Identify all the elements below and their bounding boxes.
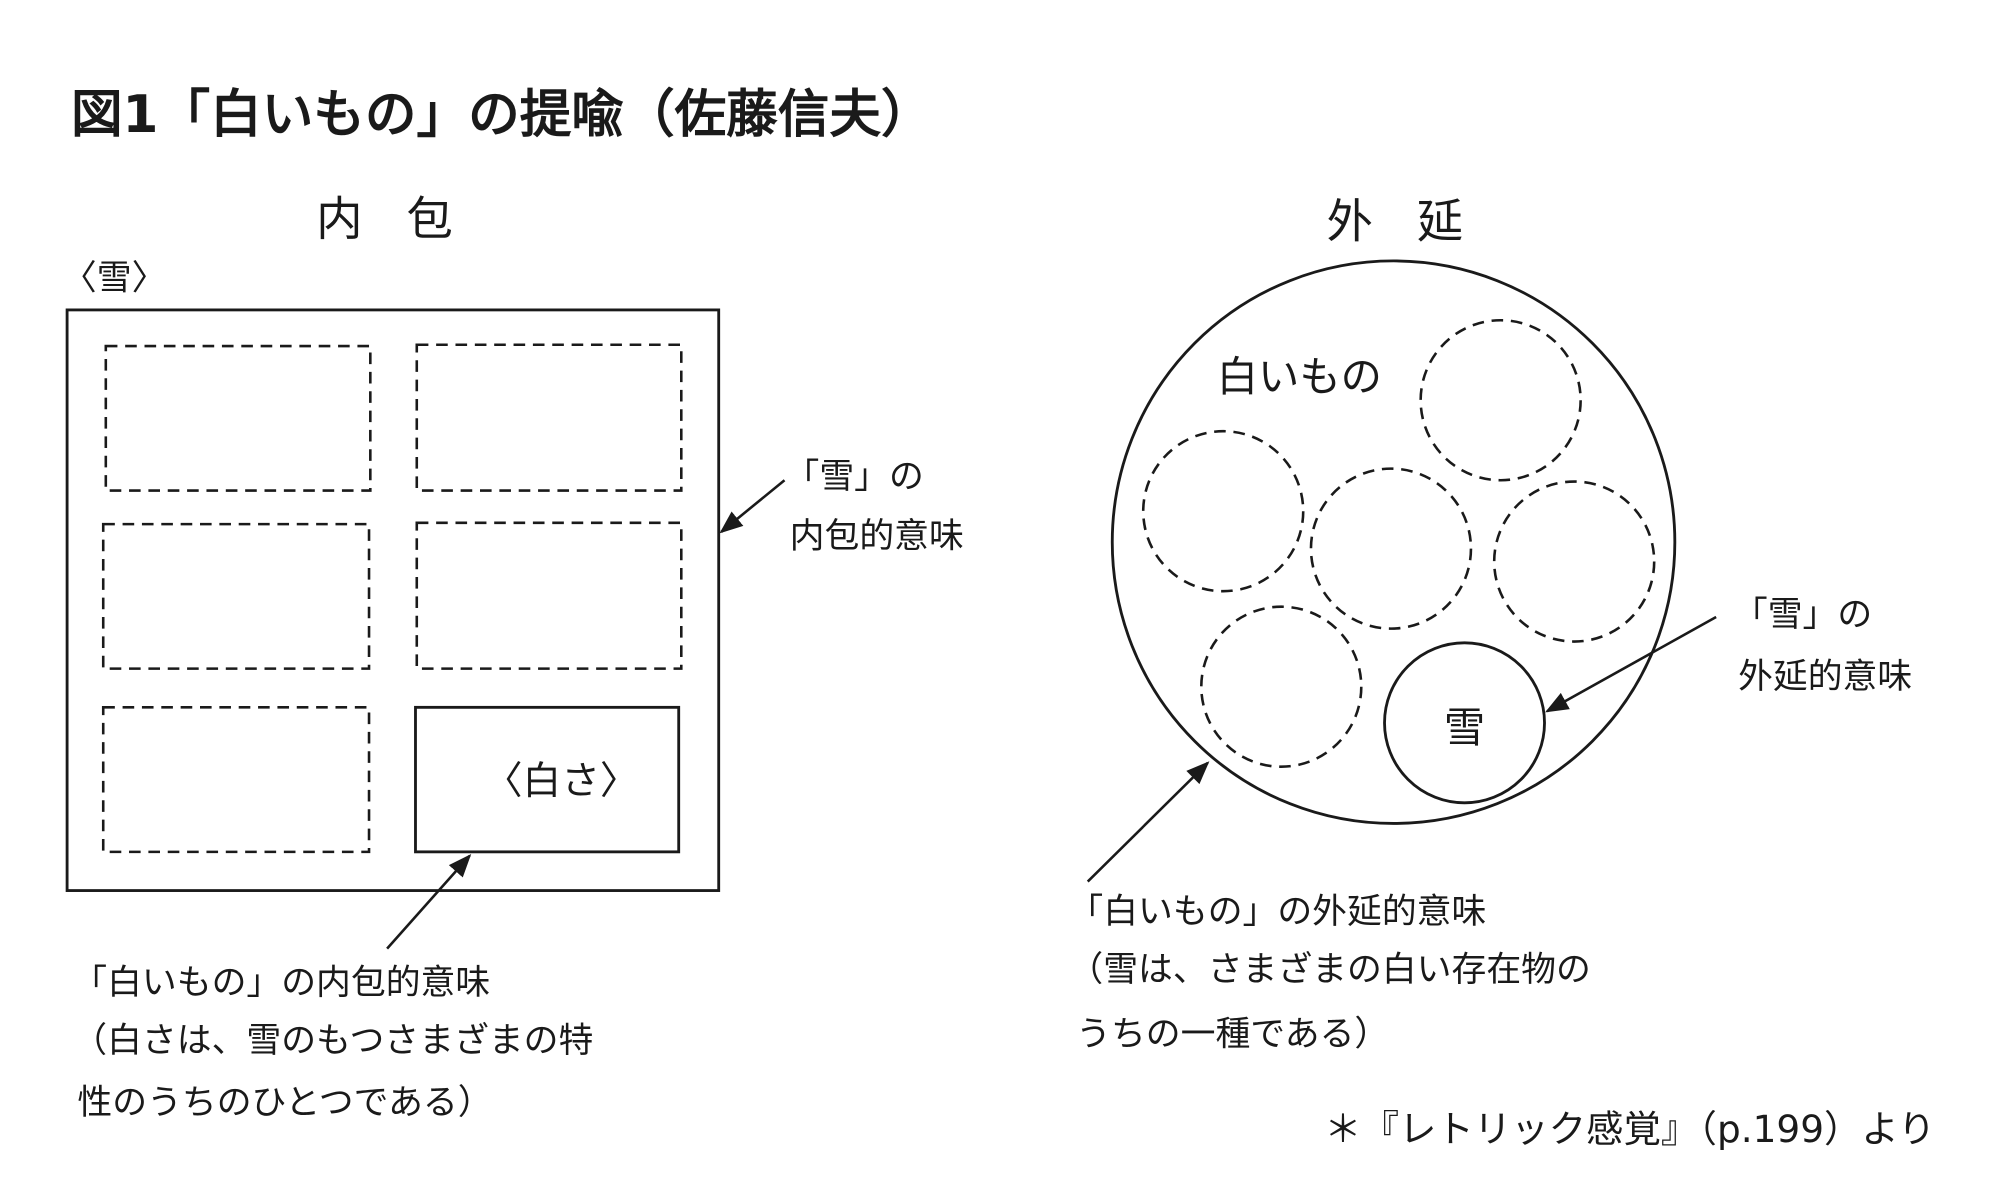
white-intension-annotation: （白さは、雪のもつさまざまの特 [72,1021,593,1061]
white-intension-annotation: 性のうちのひとつである） [77,1083,492,1123]
property-box [415,343,683,492]
member-circle [1419,318,1582,482]
property-box [101,706,371,854]
white-extension-annotation: うちの一種である） [1076,1014,1389,1054]
property-box [104,344,372,492]
whiteness-box [414,705,681,854]
arrow-icon [386,853,472,950]
figure-title: 図1「白いもの」の提喩（佐藤信夫） [71,85,933,145]
white-things-circle [1110,259,1677,825]
snow-intension-box [65,308,721,892]
snow-circle [1383,641,1546,805]
snow-label: 雪 [1444,704,1485,752]
white-intension-annotation: 「白いもの」の内包的意味 [72,963,490,1003]
member-circle [1492,480,1656,643]
snow-intension-annotation: 内包的意味 [790,516,964,556]
whiteness-label: 〈白さ〉 [484,759,639,804]
snow-object-label: 〈雪〉 [62,258,167,298]
snow-intension-annotation: 「雪」の [785,457,924,497]
intension-heading: 内包 [316,192,497,246]
arrow-icon [1086,761,1210,883]
property-box [415,521,683,670]
member-circle [1200,605,1363,768]
member-circle [1141,429,1305,593]
member-circle [1309,467,1473,630]
white-extension-annotation: 「白いもの」の外延的意味 [1068,892,1486,932]
arrow-icon [719,479,786,534]
arrow-icon [1545,615,1717,713]
snow-extension-annotation: 「雪」の [1733,595,1872,635]
white-extension-annotation: （雪は、さまざまの白い存在物の [1068,950,1590,990]
white-things-label: 白いもの [1217,353,1382,401]
snow-extension-annotation: 外延的意味 [1738,657,1912,697]
property-box [101,522,371,670]
source-footnote: ＊『レトリック感覚』（p.199）より [1324,1107,1935,1151]
extension-heading: 外延 [1326,195,1507,249]
